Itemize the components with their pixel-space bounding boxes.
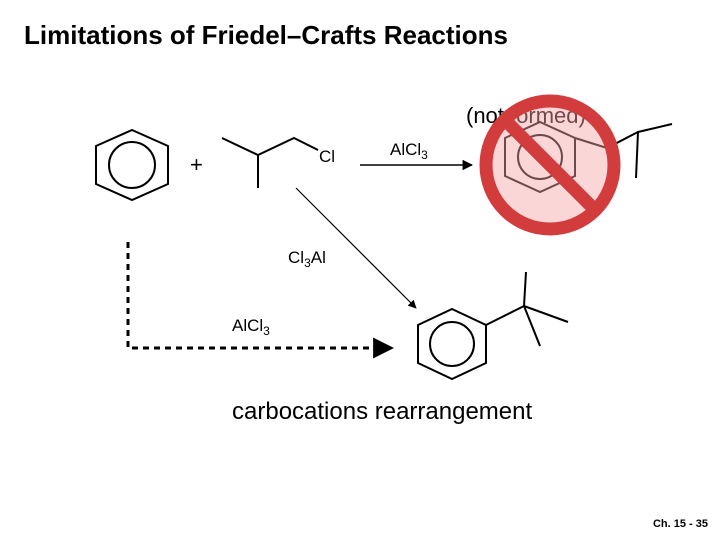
bottom-catalyst-label: AlCl3 [232, 316, 270, 338]
chlorine-label: Cl [319, 147, 335, 166]
prohibited-sign-icon [479, 94, 621, 236]
isobutyl-chloride [221, 136, 319, 188]
plus-sign: + [190, 152, 203, 177]
tert-butylbenzene-product [417, 271, 569, 381]
slide-number: Ch. 15 - 35 [652, 518, 708, 530]
isobutylbenzene-not-formed [504, 120, 673, 194]
benzene-reactant [95, 128, 169, 202]
top-catalyst-label: AlCl3 [390, 140, 428, 162]
slide-title: Limitations of Friedel–Crafts Reactions [24, 20, 508, 50]
rearrangement-caption: carbocations rearrangement [232, 398, 533, 425]
rearrangement-arrow [295, 187, 417, 309]
complex-label: Cl3Al [288, 248, 326, 270]
dashed-reaction-path [126, 242, 395, 359]
